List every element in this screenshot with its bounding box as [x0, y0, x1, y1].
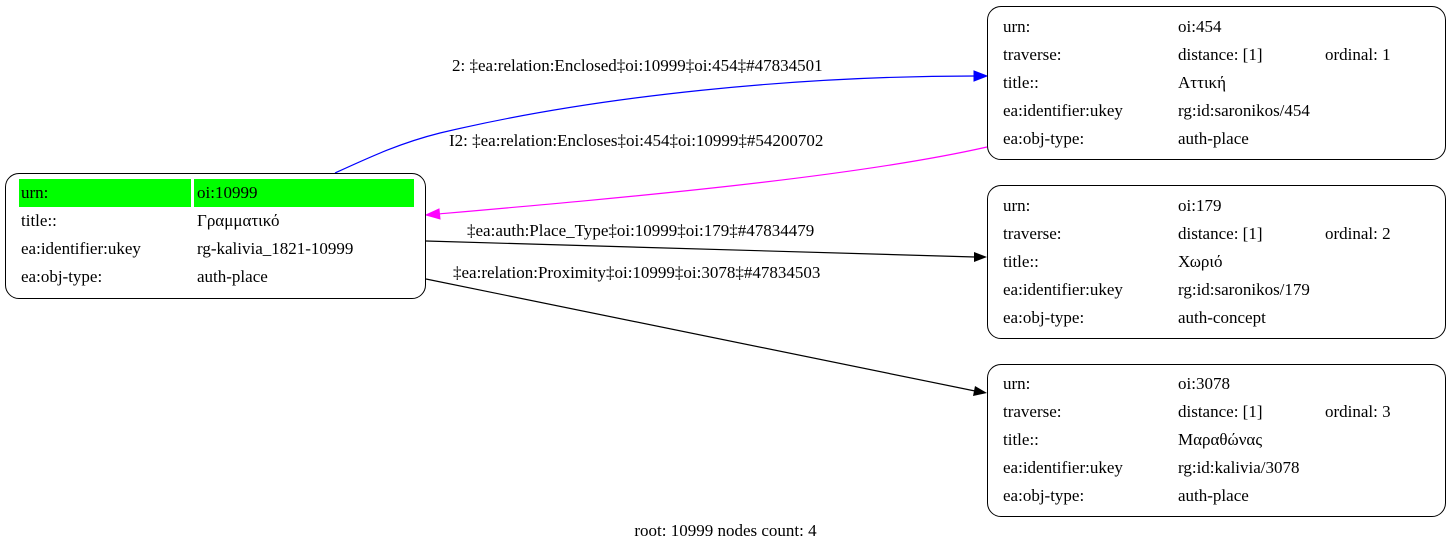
- traverse-key: traverse:: [1003, 402, 1062, 421]
- ukey-key: ea:identifier:ukey: [1003, 280, 1123, 299]
- ordinal-value: ordinal: 1: [1325, 45, 1391, 64]
- edge-place-type: [425, 240, 976, 258]
- traverse-key: traverse:: [1003, 45, 1062, 64]
- traverse-key: traverse:: [1003, 224, 1062, 243]
- title-value: Χωριό: [1178, 252, 1223, 271]
- root-objtype-value: auth-place: [197, 267, 268, 286]
- ordinal-value: ordinal: 3: [1325, 402, 1391, 421]
- root-objtype-key: ea:obj-type:: [21, 267, 103, 286]
- urn-key: urn:: [1003, 17, 1031, 36]
- title-key: title::: [1003, 252, 1039, 271]
- title-key: title::: [1003, 430, 1039, 449]
- ordinal-value: ordinal: 2: [1325, 224, 1391, 243]
- graph-caption: root: 10999 nodes count: 4: [634, 521, 817, 540]
- urn-value: oi:3078: [1178, 374, 1230, 393]
- node-3078[interactable]: urn: oi:3078 traverse: distance: [1] ordina…: [987, 364, 1446, 517]
- objtype-key: ea:obj-type:: [1003, 129, 1085, 148]
- root-title-key: title::: [21, 211, 57, 230]
- distance-value: distance: [1]: [1178, 402, 1263, 421]
- arrowhead-proximity: [973, 386, 987, 396]
- edge-label-place-type: ‡ea:auth:Place_Type‡oi:10999‡oi:179‡#478…: [467, 221, 815, 240]
- arrowhead-encloses: [424, 208, 441, 220]
- arrowhead-enclosed: [973, 70, 989, 82]
- objtype-value: auth-concept: [1178, 308, 1266, 327]
- edge-proximity: [425, 278, 976, 392]
- ukey-value: rg:id:saronikos/454: [1178, 101, 1310, 120]
- objtype-key: ea:obj-type:: [1003, 308, 1085, 327]
- edge-label-proximity: ‡ea:relation:Proximity‡oi:10999‡oi:3078‡…: [453, 263, 821, 282]
- ukey-key: ea:identifier:ukey: [1003, 101, 1123, 120]
- urn-key: urn:: [1003, 374, 1031, 393]
- distance-value: distance: [1]: [1178, 224, 1263, 243]
- ukey-value: rg:id:kalivia/3078: [1178, 458, 1300, 477]
- objtype-value: auth-place: [1178, 129, 1249, 148]
- edge-label-enclosed: 2: ‡ea:relation:Enclosed‡oi:10999‡oi:454…: [452, 56, 823, 75]
- arrowhead-place-type: [974, 252, 987, 262]
- ukey-key: ea:identifier:ukey: [1003, 458, 1123, 477]
- root-ukey-key: ea:identifier:ukey: [21, 239, 141, 258]
- objtype-value: auth-place: [1178, 486, 1249, 505]
- title-key: title::: [1003, 73, 1039, 92]
- root-urn-key: urn:: [19, 179, 191, 207]
- edge-label-encloses: I2: ‡ea:relation:Encloses‡oi:454‡oi:1099…: [449, 131, 824, 150]
- title-value: Μαραθώνας: [1178, 430, 1263, 449]
- root-title-value: Γραμματικό: [197, 211, 280, 230]
- root-ukey-value: rg-kalivia_1821-10999: [197, 239, 354, 258]
- edge-enclosed: [334, 75, 976, 174]
- title-value: Αττική: [1178, 73, 1226, 92]
- root-node[interactable]: urn: oi:10999 title::Γραμματικό ea:ident…: [5, 173, 426, 299]
- node-454[interactable]: urn: oi:454 traverse: distance: [1] ordinal…: [987, 6, 1446, 160]
- objtype-key: ea:obj-type:: [1003, 486, 1085, 505]
- ukey-value: rg:id:saronikos/179: [1178, 280, 1310, 299]
- edge-encloses: [437, 146, 988, 215]
- urn-value: oi:454: [1178, 17, 1222, 36]
- distance-value: distance: [1]: [1178, 45, 1263, 64]
- node-179[interactable]: urn: oi:179 traverse: distance: [1] ordinal…: [987, 185, 1446, 339]
- root-urn-value: oi:10999: [194, 179, 414, 207]
- urn-key: urn:: [1003, 196, 1031, 215]
- urn-value: oi:179: [1178, 196, 1222, 215]
